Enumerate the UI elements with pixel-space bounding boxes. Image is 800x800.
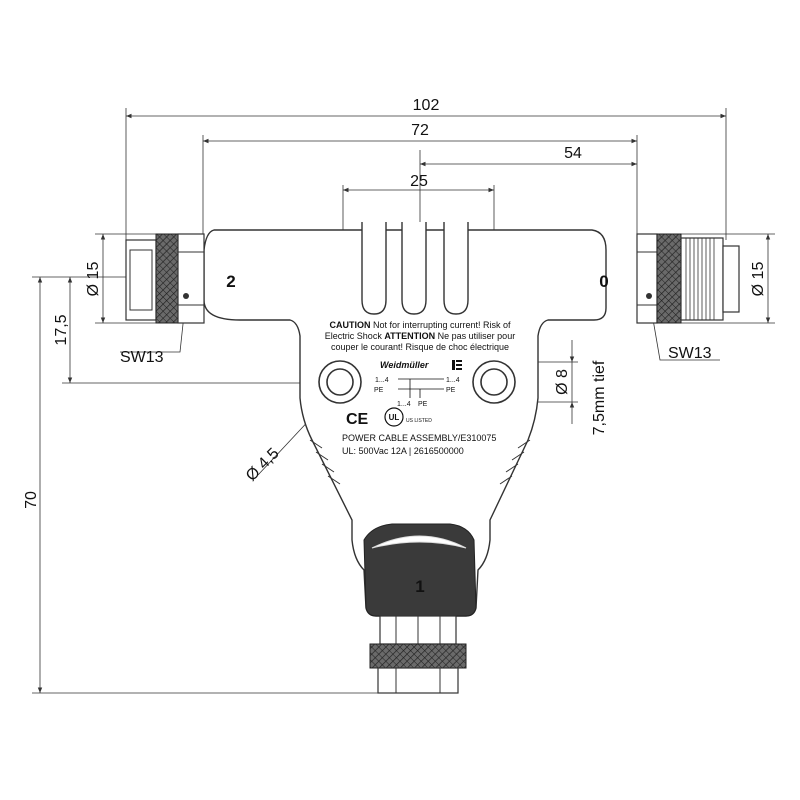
mounting-hole-left — [318, 360, 362, 404]
wiring-pe-left: PE — [374, 387, 384, 394]
wiring-pe-bottom: PE — [418, 401, 428, 408]
dim-25: 25 — [410, 173, 428, 190]
ul-text: UL — [389, 413, 400, 422]
printed-label: CAUTION Not for interrupting current! Ri… — [325, 320, 515, 456]
port-label-2: 2 — [226, 272, 235, 291]
dim-sw13-right: SW13 — [668, 345, 712, 362]
dim-70: 70 — [23, 491, 40, 509]
attention-word: ATTENTION — [384, 331, 435, 341]
wiring-diagram: 1...4 PE 1...4 PE 1...4 PE — [374, 377, 460, 408]
rating-text: UL: 500Vac 12A | 2616500000 — [342, 446, 464, 456]
us-listed: US LISTED — [406, 418, 432, 424]
dim-sw13-left: SW13 — [120, 349, 164, 366]
mounting-hole-right — [472, 360, 516, 404]
dim-102: 102 — [413, 97, 440, 114]
ce-mark: CE — [346, 411, 369, 428]
side-ribs — [309, 439, 531, 485]
wiring-a: 1...4 — [375, 377, 389, 384]
caution-text-1: Not for interrupting current! Risk of — [370, 320, 511, 330]
wiring-pe-right: PE — [446, 387, 456, 394]
caution-word: CAUTION — [329, 320, 370, 330]
caution-line-1: CAUTION Not for interrupting current! Ri… — [329, 320, 511, 330]
dim-d8: Ø 8 — [554, 369, 571, 395]
wiring-b: 1...4 — [446, 377, 460, 384]
caution-text-2: Electric Shock — [325, 331, 385, 341]
dim-72: 72 — [411, 122, 429, 139]
connector-right — [636, 233, 740, 324]
caution-line-3: couper le courant! Risque de choc électr… — [331, 342, 509, 352]
port-label-0: 0 — [599, 272, 608, 291]
caution-text-2b: Ne pas utiliser pour — [435, 331, 515, 341]
connector-body — [203, 222, 607, 617]
dim-d15-right: Ø 15 — [750, 262, 767, 297]
ul-mark-icon: UL — [384, 407, 404, 427]
connector-bottom — [369, 615, 467, 694]
caution-line-2: Electric Shock ATTENTION Ne pas utiliser… — [325, 331, 515, 341]
grip-grooves — [361, 222, 469, 315]
dim-d15-left: Ø 15 — [85, 262, 102, 297]
port-label-1: 1 — [415, 577, 424, 596]
wiring-c: 1...4 — [397, 401, 411, 408]
connector-left — [125, 233, 205, 324]
brand-name: Weidmüller — [380, 360, 429, 370]
dim-17-5: 17,5 — [53, 314, 70, 345]
dim-54: 54 — [564, 145, 582, 162]
assembly-text: POWER CABLE ASSEMBLY/E310075 — [342, 433, 496, 443]
dim-depth: 7,5mm tief — [591, 360, 608, 435]
dim-d4-5: Ø 4,5 — [243, 445, 283, 485]
brand-logo-icon — [452, 360, 462, 370]
